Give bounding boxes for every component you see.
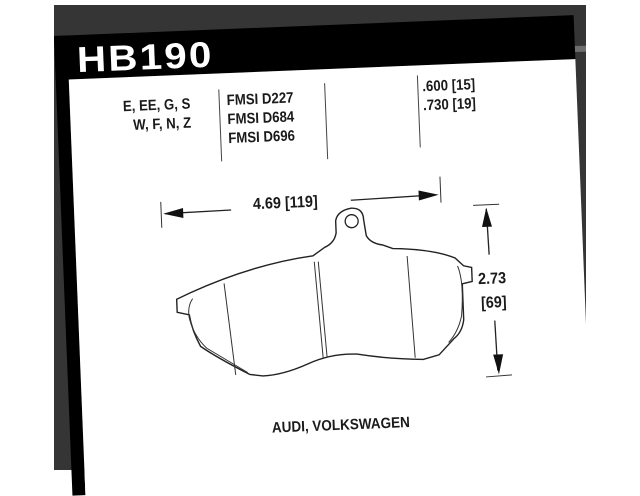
spec-card: HB190 E, EE, G, S W, F, N, Z FMSI D227 F… — [54, 15, 593, 496]
height-dimension-mm: [69] — [480, 294, 508, 313]
width-dimension-label: 4.69 [119] — [252, 193, 319, 214]
brake-pad-drawing — [160, 176, 513, 378]
height-dimension-inches: 2.73 — [477, 270, 507, 289]
